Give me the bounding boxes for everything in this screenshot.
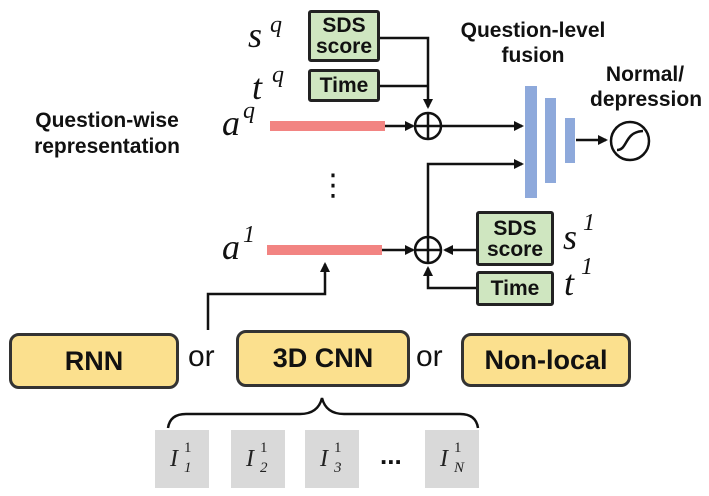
- frame-1: I 1 1: [155, 430, 209, 488]
- frame-ellipsis: ...: [380, 440, 402, 470]
- fusion-layer-1: [525, 86, 537, 198]
- frames-brace: [166, 397, 480, 429]
- non-local-box: Non-local: [461, 333, 631, 387]
- sum-node-bottom: [413, 235, 443, 265]
- sds-score-box-bottom: SDS score: [476, 211, 554, 266]
- question-level-label: Question-level fusion: [460, 19, 606, 67]
- rnn-box: RNN: [9, 333, 179, 389]
- feature-bar-aq: [270, 121, 385, 131]
- frame-n: I 1 N: [425, 430, 479, 488]
- sigmoid-icon: [609, 120, 651, 162]
- time-box-bottom: Time: [476, 271, 554, 306]
- or-word-1: or: [188, 340, 215, 373]
- fusion-layer-2: [545, 98, 556, 183]
- frame-2: I 1 2: [231, 430, 285, 488]
- output-label: Normal/ depression: [590, 63, 703, 111]
- time-box-top: Time: [308, 69, 380, 102]
- feature-bar-a1: [267, 245, 382, 255]
- question-wise-label: Question-wise representation: [34, 109, 180, 158]
- 3d-cnn-box: 3D CNN: [236, 330, 410, 387]
- frame-3: I 1 3: [305, 430, 359, 488]
- fusion-layer-3: [565, 118, 575, 163]
- vertical-ellipsis: ⋮: [318, 168, 348, 203]
- or-word-2: or: [416, 340, 443, 373]
- sum-node-top: [413, 111, 443, 141]
- sds-score-box-top: SDS score: [308, 10, 380, 62]
